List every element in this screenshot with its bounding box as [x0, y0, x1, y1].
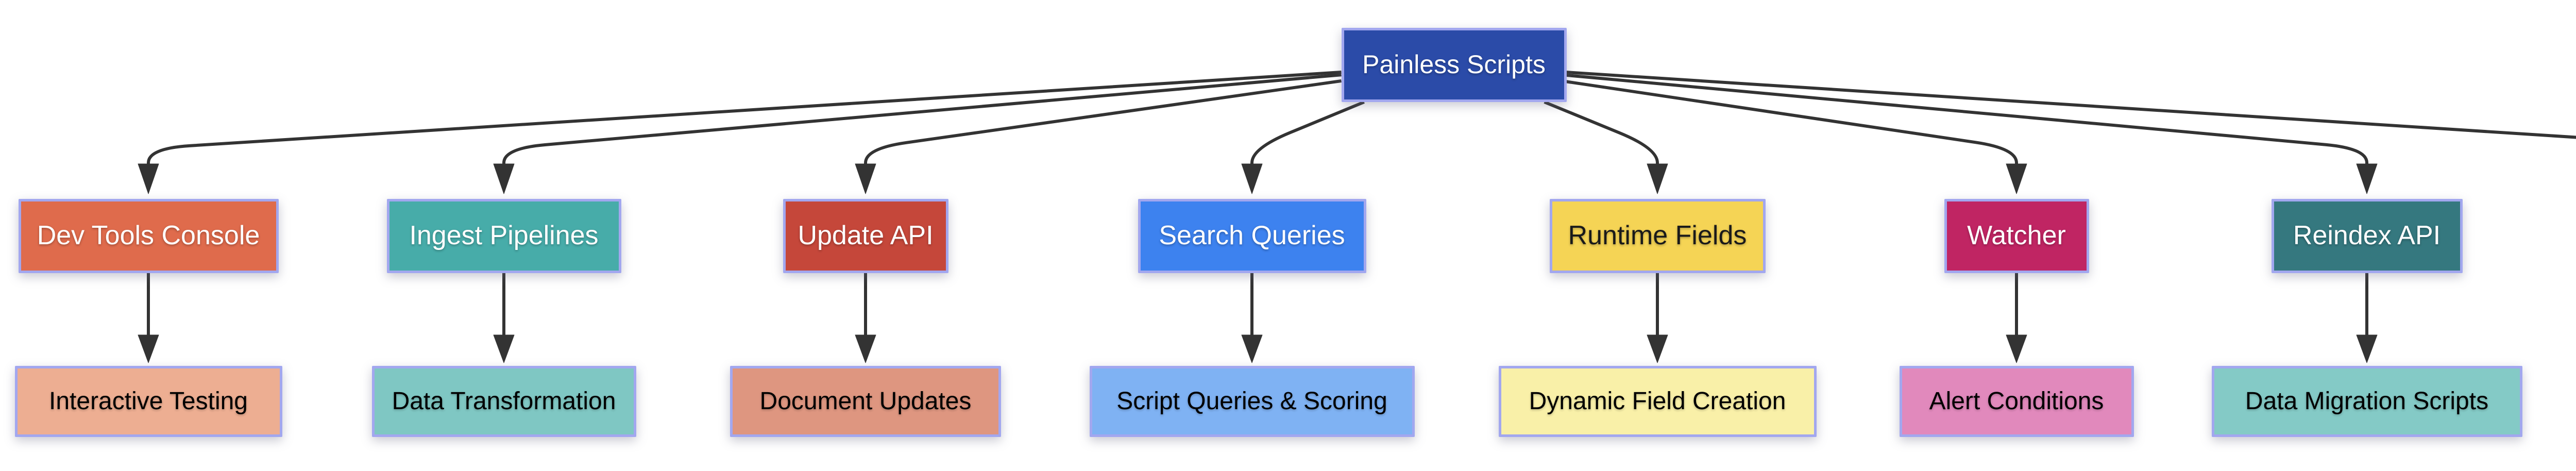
arrowhead-data-transformation — [493, 334, 515, 363]
edge-root-to-dev-tools-console — [147, 71, 1342, 164]
node-runtime-fields: Runtime Fields — [1549, 199, 1766, 273]
arrowhead-document-updates — [855, 334, 876, 363]
node-alert-conditions: Alert Conditions — [1899, 366, 2134, 437]
node-data-migration-scripts: Data Migration Scripts — [2211, 366, 2522, 437]
node-painless-scripts: Painless Scripts — [1341, 28, 1567, 102]
node-reindex-api: Reindex API — [2271, 199, 2463, 273]
node-update-api: Update API — [783, 199, 948, 273]
node-script-queries-scoring: Script Queries & Scoring — [1089, 366, 1415, 437]
edge-root-to-reindex-api — [1566, 74, 2368, 164]
node-dynamic-field-creation: Dynamic Field Creation — [1498, 366, 1817, 437]
node-dev-tools-console: Dev Tools Console — [18, 199, 279, 273]
arrowhead-watcher — [2006, 163, 2027, 194]
arrowhead-update-api — [855, 163, 876, 194]
node-interactive-testing: Interactive Testing — [14, 366, 282, 437]
edge-root-to-watcher — [1566, 80, 2018, 164]
node-document-updates: Document Updates — [730, 366, 1001, 437]
edge-root-to-update-api — [864, 79, 1342, 164]
arrowhead-alert-conditions — [2006, 334, 2027, 363]
arrowhead-data-migration-scripts — [2356, 334, 2378, 363]
arrowhead-dev-tools-console — [138, 163, 159, 194]
arrowhead-ingest-pipelines — [493, 163, 515, 194]
node-search-queries: Search Queries — [1138, 199, 1366, 273]
arrowhead-script-queries-scoring — [1241, 334, 1263, 363]
arrowhead-runtime-fields — [1647, 163, 1668, 194]
node-data-transformation: Data Transformation — [371, 366, 636, 437]
node-ingest-pipelines: Ingest Pipelines — [386, 199, 621, 273]
edge-root-to-aggregations — [1566, 71, 2576, 139]
edge-root-to-search-queries — [1250, 100, 1365, 164]
arrowhead-search-queries — [1241, 163, 1263, 194]
node-watcher: Watcher — [1944, 199, 2089, 273]
arrowhead-dynamic-field-creation — [1647, 334, 1668, 363]
arrowhead-reindex-api — [2356, 163, 2378, 194]
edge-root-to-runtime-fields — [1544, 100, 1659, 164]
edge-root-to-ingest-pipelines — [502, 73, 1342, 164]
arrowhead-interactive-testing — [138, 334, 159, 363]
